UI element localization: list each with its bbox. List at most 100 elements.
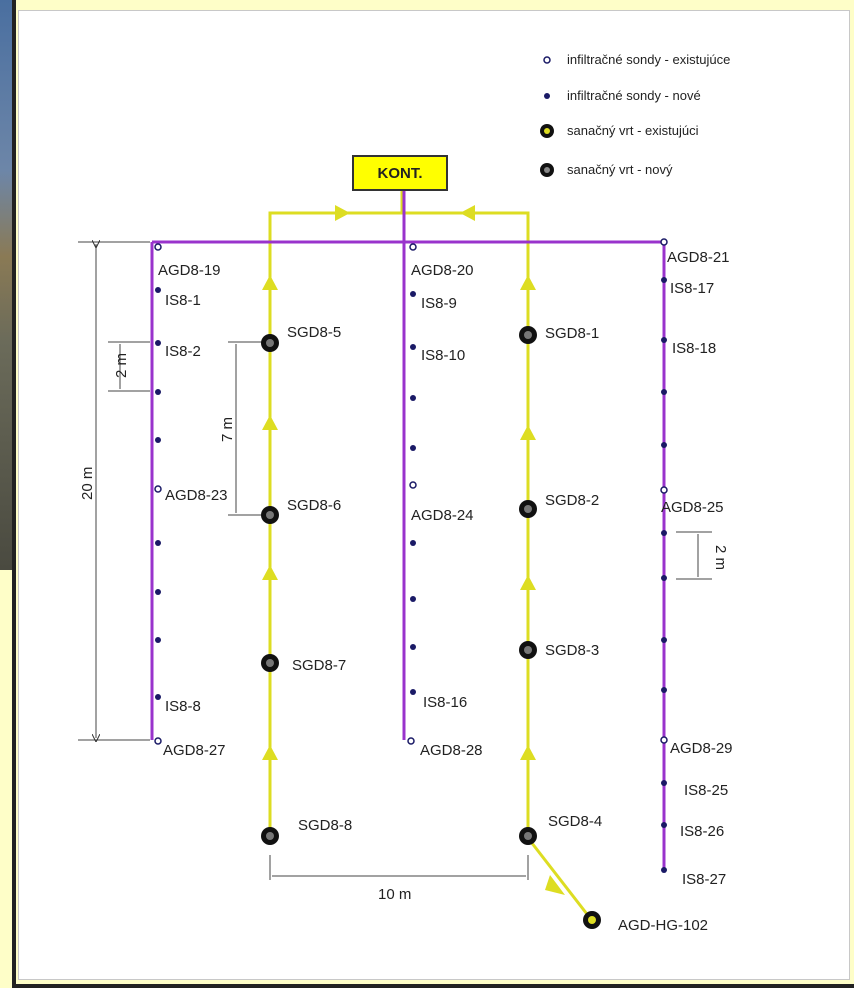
probe-new	[410, 644, 416, 650]
probe-new	[155, 287, 161, 293]
probe-new	[661, 277, 667, 283]
frame-border-bottom	[12, 984, 854, 988]
probe-new	[155, 694, 161, 700]
probe-new	[155, 340, 161, 346]
probe-existing	[660, 736, 668, 744]
probe-existing	[154, 737, 162, 745]
label-is8-10: IS8-10	[421, 347, 465, 364]
label-sgd8-8: SGD8-8	[298, 817, 352, 834]
label-agd8-27: AGD8-27	[163, 742, 226, 759]
probe-new	[661, 337, 667, 343]
legend: infiltračné sondy - existujúce infiltrač…	[540, 52, 730, 177]
well-sgd8-1	[519, 326, 537, 344]
probe-new	[410, 445, 416, 451]
dim-2m-left: 2 m	[113, 353, 130, 378]
label-agd8-21: AGD8-21	[667, 249, 730, 266]
label-agd8-25: AGD8-25	[661, 499, 724, 516]
label-agd8-28: AGD8-28	[420, 742, 483, 759]
label-agd8-19: AGD8-19	[158, 262, 221, 279]
label-is8-8: IS8-8	[165, 698, 201, 715]
yellow-pipe-right	[405, 211, 530, 838]
frame-border-left	[12, 0, 16, 988]
flow-arrows	[262, 205, 565, 895]
probes-line-1	[154, 243, 162, 745]
probe-new	[661, 575, 667, 581]
yellow-pipe-left	[268, 190, 404, 838]
dim-7m: 7 m	[219, 417, 236, 442]
probe-new	[661, 867, 667, 873]
label-is8-27: IS8-27	[682, 871, 726, 888]
probe-new	[410, 596, 416, 602]
legend-label-well-existing: sanačný vrt - existujúci	[567, 123, 699, 138]
label-agd8-20: AGD8-20	[411, 262, 474, 279]
well-sgd8-2	[519, 500, 537, 518]
probe-existing	[409, 243, 417, 251]
label-is8-25: IS8-25	[684, 782, 728, 799]
label-sgd8-3: SGD8-3	[545, 642, 599, 659]
probe-new	[410, 344, 416, 350]
probes-line-3	[660, 238, 668, 873]
probe-new	[155, 589, 161, 595]
legend-label-well-new: sanačný vrt - nový	[567, 162, 673, 177]
probe-new	[661, 389, 667, 395]
label-sgd8-2: SGD8-2	[545, 492, 599, 509]
label-sgd8-4: SGD8-4	[548, 813, 602, 830]
label-is8-1: IS8-1	[165, 292, 201, 309]
label-sgd8-6: SGD8-6	[287, 497, 341, 514]
label-agd8-24: AGD8-24	[411, 507, 474, 524]
probe-new	[410, 689, 416, 695]
label-is8-18: IS8-18	[672, 340, 716, 357]
legend-probe-existing-icon	[543, 56, 551, 64]
probe-new	[661, 780, 667, 786]
legend-label-probe-new: infiltračné sondy - nové	[567, 88, 701, 103]
probe-existing	[407, 737, 415, 745]
probe-existing	[660, 238, 668, 246]
kont-box: KONT.	[352, 155, 448, 191]
yellow-pipe-agd-hg	[526, 837, 592, 919]
probe-new	[661, 637, 667, 643]
label-agd8-29: AGD8-29	[670, 740, 733, 757]
label-is8-9: IS8-9	[421, 295, 457, 312]
probe-new	[155, 437, 161, 443]
label-is8-2: IS8-2	[165, 343, 201, 360]
probe-new	[410, 395, 416, 401]
probe-new	[661, 687, 667, 693]
probe-existing	[409, 481, 417, 489]
label-is8-26: IS8-26	[680, 823, 724, 840]
dim-2m-right: 2 m	[712, 545, 729, 570]
well-sgd8-6	[261, 506, 279, 524]
wells	[261, 326, 601, 929]
probe-existing	[660, 486, 668, 494]
probe-new	[661, 442, 667, 448]
probe-existing	[154, 243, 162, 251]
legend-label-probe-existing: infiltračné sondy - existujúce	[567, 52, 730, 67]
legend-probe-new-icon	[544, 93, 550, 99]
probe-new	[155, 637, 161, 643]
well-agd-hg-102	[583, 911, 601, 929]
dim-10m: 10 m	[378, 886, 411, 903]
purple-lines	[150, 190, 666, 870]
label-is8-17: IS8-17	[670, 280, 714, 297]
probe-new	[155, 389, 161, 395]
probe-new	[661, 822, 667, 828]
well-sgd8-5	[261, 334, 279, 352]
probe-new	[410, 540, 416, 546]
probe-new	[410, 291, 416, 297]
well-sgd8-3	[519, 641, 537, 659]
dim-20m: 20 m	[79, 467, 96, 500]
probes-line-2	[407, 243, 417, 745]
dimension-lines	[78, 242, 712, 880]
label-agd-hg-102: AGD-HG-102	[618, 917, 708, 934]
well-sgd8-4	[519, 827, 537, 845]
well-sgd8-7	[261, 654, 279, 672]
background-photo-strip	[0, 0, 12, 570]
probe-new	[661, 530, 667, 536]
probe-new	[155, 540, 161, 546]
label-sgd8-1: SGD8-1	[545, 325, 599, 342]
label-sgd8-5: SGD8-5	[287, 324, 341, 341]
label-is8-16: IS8-16	[423, 694, 467, 711]
well-sgd8-8	[261, 827, 279, 845]
probe-existing	[154, 485, 162, 493]
label-sgd8-7: SGD8-7	[292, 657, 346, 674]
